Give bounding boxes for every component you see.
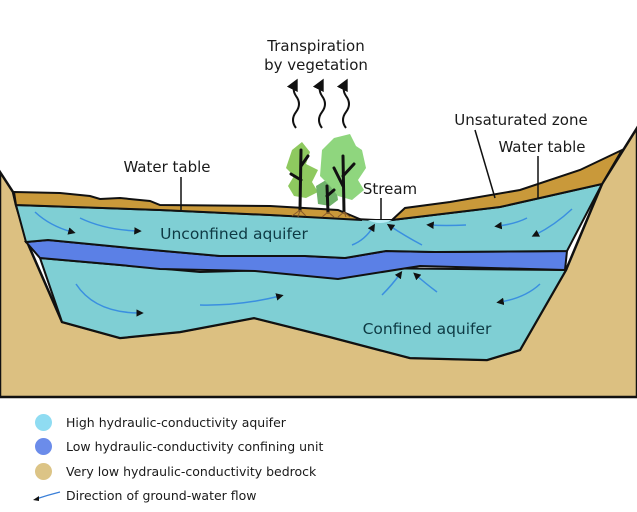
transpiration-arrow — [336, 78, 350, 129]
circle-swatch-icon — [35, 462, 52, 480]
transpiration-arrow — [286, 78, 300, 129]
legend-item-flow: Direction of ground-water flow — [30, 484, 323, 509]
water-table-right-label: Water table — [498, 138, 585, 156]
vegetation — [286, 134, 366, 218]
legend-label: Low hydraulic-conductivity confining uni… — [66, 439, 324, 455]
stream — [368, 220, 392, 223]
unsaturated-zone-leader — [474, 129, 496, 199]
unsaturated-zone-label: Unsaturated zone — [454, 111, 587, 129]
legend-label: Direction of ground-water flow — [66, 488, 257, 504]
flow-arrow — [75, 283, 144, 317]
legend-label: Very low hydraulic-conductivity bedrock — [66, 463, 317, 479]
flow-arrow-icon — [33, 491, 61, 501]
flow-arrow — [199, 293, 284, 306]
flow-arrow — [381, 270, 403, 296]
confined-aquifer-label: Confined aquifer — [363, 320, 492, 338]
flow-arrows — [34, 208, 573, 317]
legend-item-aquifer: High hydraulic-conductivity aquifer — [30, 410, 323, 435]
unconfined-aquifer-label: Unconfined aquifer — [160, 225, 308, 243]
water-table-left-label: Water table — [123, 158, 210, 176]
unsaturated-zone-right — [389, 147, 625, 222]
legend-label: High hydraulic-conductivity aquifer — [66, 414, 286, 430]
transpiration-arrows — [286, 78, 350, 129]
legend-item-confining-unit: Low hydraulic-conductivity confining uni… — [30, 435, 323, 460]
flow-arrow — [386, 223, 423, 246]
legend: High hydraulic-conductivity aquifer Low … — [30, 410, 323, 508]
flow-arrow — [494, 217, 528, 230]
legend-item-bedrock: Very low hydraulic-conductivity bedrock — [30, 459, 323, 484]
flow-arrow — [496, 283, 541, 306]
stream-label: Stream — [363, 180, 417, 198]
transpiration-arrow — [312, 78, 326, 129]
circle-swatch-icon — [35, 438, 52, 456]
flow-arrow — [34, 211, 76, 235]
circle-swatch-icon — [35, 413, 52, 431]
flow-arrow — [426, 221, 467, 229]
unsaturated-zone-left — [12, 190, 363, 221]
flow-arrow — [351, 223, 375, 246]
groundwater-diagram: Transpiration by vegetation Water table … — [0, 37, 637, 399]
flow-arrow — [531, 208, 573, 237]
transpiration-label-line2: by vegetation — [264, 56, 368, 74]
transpiration-label-line1: Transpiration — [266, 37, 364, 55]
flow-arrow — [413, 272, 438, 293]
flow-arrow — [79, 217, 142, 235]
